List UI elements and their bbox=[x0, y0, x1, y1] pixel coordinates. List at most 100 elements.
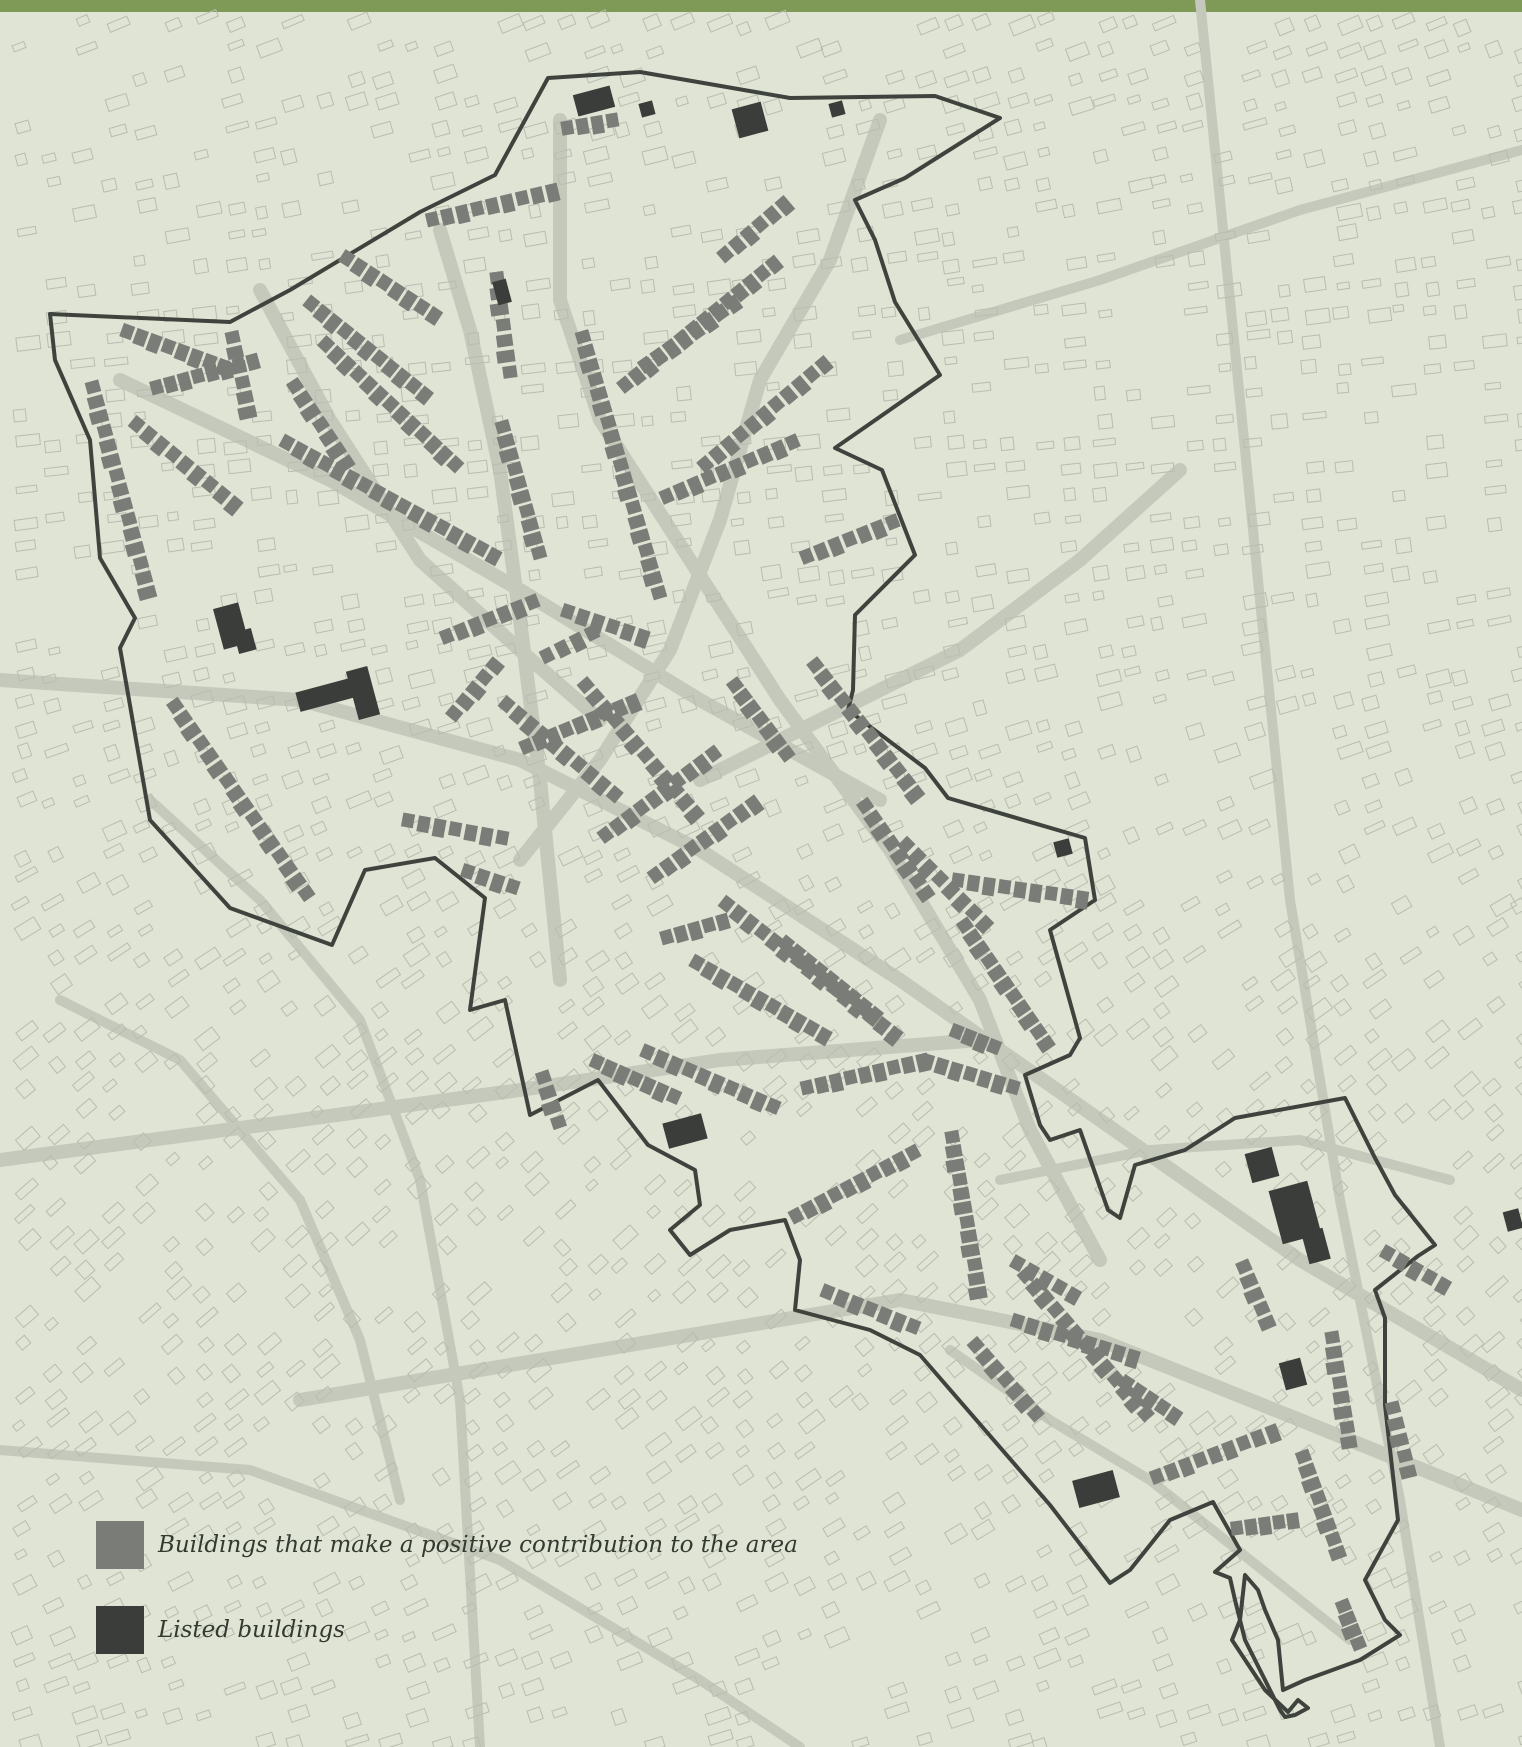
building-outline bbox=[1185, 568, 1205, 580]
building-outline bbox=[558, 998, 576, 1014]
building-outline bbox=[1123, 1547, 1144, 1563]
building-outline bbox=[551, 491, 575, 508]
building-outline bbox=[823, 1550, 840, 1566]
building-outline bbox=[253, 1103, 274, 1123]
positive-contribution-building bbox=[235, 389, 255, 406]
building-outline bbox=[195, 9, 219, 25]
building-outline bbox=[1242, 437, 1263, 449]
building-outline bbox=[286, 357, 308, 375]
positive-contribution-building bbox=[329, 461, 348, 482]
positive-contribution-building bbox=[636, 746, 655, 765]
positive-contribution-building bbox=[798, 547, 815, 565]
building-outline bbox=[1422, 197, 1449, 214]
building-outline bbox=[944, 541, 959, 556]
positive-contribution-building bbox=[981, 876, 996, 897]
building-outline bbox=[1275, 1027, 1295, 1047]
building-outline bbox=[194, 946, 222, 971]
building-outline bbox=[792, 1495, 811, 1511]
street bbox=[55, 995, 405, 1505]
building-outline bbox=[1062, 1358, 1088, 1382]
positive-contribution-building bbox=[1249, 1428, 1267, 1448]
building-outline bbox=[1429, 1550, 1443, 1563]
building-outline bbox=[46, 1439, 70, 1460]
building-outline bbox=[1331, 1498, 1348, 1514]
building-outline bbox=[1481, 333, 1508, 350]
building-outline bbox=[256, 1361, 275, 1378]
building-outline bbox=[467, 1206, 487, 1227]
building-outline bbox=[196, 1074, 216, 1095]
building-outline bbox=[1360, 539, 1383, 550]
building-outline bbox=[288, 846, 309, 862]
positive-contribution-building bbox=[774, 195, 796, 217]
building-outline bbox=[465, 1572, 493, 1596]
listed-building bbox=[1502, 1208, 1522, 1232]
building-outline bbox=[13, 1548, 28, 1561]
building-outline bbox=[553, 148, 573, 161]
positive-contribution-building bbox=[1117, 1374, 1136, 1393]
building-outline bbox=[972, 1049, 989, 1065]
positive-contribution-building bbox=[214, 357, 232, 378]
building-outline bbox=[1277, 995, 1299, 1015]
positive-contribution-building bbox=[589, 385, 609, 402]
positive-contribution-building bbox=[916, 858, 938, 880]
building-outline bbox=[41, 152, 57, 164]
building-outline bbox=[1149, 512, 1172, 523]
positive-contribution-building bbox=[134, 570, 154, 586]
building-outline bbox=[735, 65, 761, 86]
building-outline bbox=[672, 283, 695, 296]
building-outline bbox=[971, 256, 998, 269]
building-outline bbox=[581, 514, 598, 530]
positive-contribution-building bbox=[502, 365, 518, 379]
building-outline bbox=[941, 329, 965, 346]
positive-contribution-building bbox=[568, 631, 588, 653]
building-outline bbox=[857, 304, 877, 317]
building-outline bbox=[1153, 1258, 1173, 1278]
building-outline bbox=[734, 768, 761, 789]
building-outline bbox=[584, 65, 612, 84]
building-outline bbox=[312, 1571, 341, 1595]
positive-contribution-building bbox=[1301, 1476, 1323, 1494]
building-outline bbox=[433, 1202, 459, 1227]
building-outline bbox=[915, 947, 936, 964]
building-outline bbox=[609, 277, 631, 292]
building-outline bbox=[1365, 93, 1384, 108]
building-outline bbox=[1426, 689, 1444, 705]
positive-contribution-building bbox=[945, 1158, 966, 1174]
positive-contribution-building bbox=[414, 385, 434, 406]
building-outline bbox=[1064, 1203, 1086, 1224]
building-outline bbox=[1487, 844, 1505, 861]
building-outline bbox=[106, 1571, 125, 1587]
building-outline bbox=[1365, 1074, 1388, 1096]
building-outline bbox=[43, 439, 62, 454]
building-outline bbox=[612, 1224, 639, 1251]
positive-contribution-building bbox=[173, 342, 191, 363]
building-outline bbox=[612, 413, 636, 428]
building-outline bbox=[14, 1304, 40, 1329]
building-outline bbox=[1129, 1259, 1146, 1276]
building-outline bbox=[253, 899, 273, 918]
positive-contribution-building bbox=[907, 847, 927, 867]
positive-contribution-building bbox=[751, 215, 770, 234]
positive-contribution-building bbox=[819, 1283, 836, 1301]
building-outline bbox=[970, 973, 990, 992]
positive-contribution-building bbox=[1063, 1323, 1085, 1345]
building-outline bbox=[1456, 593, 1477, 606]
building-outline bbox=[524, 1171, 550, 1197]
building-outline bbox=[253, 1516, 276, 1535]
building-outline bbox=[72, 719, 94, 734]
building-outline bbox=[823, 798, 847, 814]
building-outline bbox=[589, 1465, 612, 1486]
building-outline bbox=[525, 689, 549, 705]
building-outline bbox=[585, 1178, 599, 1192]
building-outline bbox=[195, 1101, 219, 1125]
positive-contribution-building bbox=[204, 363, 220, 383]
building-outline bbox=[16, 666, 36, 682]
building-outline bbox=[854, 1254, 879, 1278]
positive-contribution-building bbox=[986, 1037, 1003, 1056]
building-outline bbox=[916, 250, 939, 263]
building-outline bbox=[1511, 198, 1522, 215]
building-outline bbox=[1275, 149, 1292, 161]
building-outline bbox=[375, 967, 402, 989]
positive-contribution-building bbox=[673, 924, 689, 944]
building-outline bbox=[284, 1283, 311, 1309]
